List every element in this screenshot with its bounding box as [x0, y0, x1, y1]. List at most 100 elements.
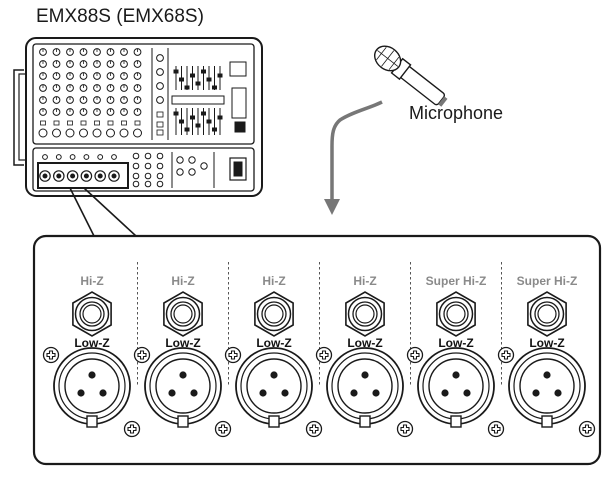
hi-z-label: Hi-Z: [80, 274, 103, 288]
rear-xlr-core: [83, 173, 89, 179]
rear-jack: [132, 172, 140, 180]
rear-xlr-core: [42, 173, 48, 179]
rear-speaker-jack: [176, 168, 184, 176]
rear-phone-jack: [69, 154, 76, 160]
phone-jack-hole: [446, 304, 466, 324]
rear-phone-jack: [42, 154, 48, 160]
microphone-tail: [438, 96, 448, 107]
xlr-pin: [190, 389, 198, 397]
rear-jack: [132, 162, 140, 170]
low-z-label: Low-Z: [347, 336, 382, 350]
rear-xlr-core: [97, 173, 103, 179]
xlr-pin: [372, 389, 380, 397]
xlr-pin: [532, 389, 540, 397]
rear-phone-jack: [97, 154, 104, 160]
eq-slider-cap: [190, 115, 195, 120]
eq-slider-cap: [201, 111, 206, 116]
eq-slider-cap: [206, 119, 212, 124]
rear-jack: [144, 162, 152, 170]
xlr-pin: [441, 389, 449, 397]
rear-jack: [144, 172, 152, 180]
rear-phone-jack: [55, 154, 62, 160]
xlr-pin: [543, 371, 551, 379]
connection-arrow: [324, 199, 340, 215]
xlr-latch: [359, 415, 371, 428]
rear-speaker-jack: [188, 156, 196, 164]
mixer-rear-connectors: [39, 152, 215, 188]
input-channel-6: Super Hi-Z Low-Z: [497, 262, 596, 438]
mixer-knob: [156, 54, 164, 62]
hi-z-label: Hi-Z: [262, 274, 285, 288]
eq-slider-cap: [195, 123, 201, 128]
xlr-pin: [77, 389, 85, 397]
screw-cross-icon: [127, 424, 137, 434]
mixer-button: [94, 120, 100, 126]
xlr-pin: [361, 371, 369, 379]
xlr-pin: [463, 389, 471, 397]
mixer-level-knob: [52, 128, 61, 138]
mixer-knobs: [38, 48, 164, 138]
xlr-pin: [99, 389, 107, 397]
xlr-inner-ring: [337, 358, 393, 414]
xlr-pin: [281, 389, 289, 397]
mixer-illustration: [13, 37, 263, 197]
screw-cross-icon: [218, 424, 228, 434]
xlr-pin: [270, 371, 278, 379]
mixer-button: [156, 129, 164, 136]
mixer-knob: [156, 96, 164, 104]
mixer-handle: [13, 69, 24, 166]
xlr-inner-ring: [519, 358, 575, 414]
xlr-pin: [350, 389, 358, 397]
rear-speaker-jack: [176, 156, 184, 164]
eq-slider-cap: [173, 111, 179, 116]
xlr-latch: [450, 415, 462, 428]
rear-jack: [144, 152, 152, 160]
mixer-fader-block: [231, 87, 247, 119]
device-title: EMX88S (EMX68S): [36, 6, 204, 27]
grille-line: [377, 50, 399, 67]
xlr-latch: [86, 415, 98, 428]
mixer-switch: [234, 121, 246, 133]
rear-jack: [156, 180, 164, 188]
screw-cross-icon: [46, 350, 56, 360]
eq-slider-cap: [206, 77, 212, 82]
rear-jack: [156, 162, 164, 170]
phone-jack-hole: [264, 304, 284, 324]
callout-line-right: [83, 187, 137, 237]
low-z-label: Low-Z: [256, 336, 291, 350]
hi-z-label: Hi-Z: [171, 274, 194, 288]
eq-slider-cap: [190, 73, 195, 78]
hi-z-label: Super Hi-Z: [517, 274, 578, 288]
low-z-label: Low-Z: [529, 336, 564, 350]
xlr-pin: [452, 371, 460, 379]
mixer-level-knob: [79, 128, 88, 138]
callout-line-left: [69, 187, 95, 237]
input-channel-2: Hi-Z Low-Z: [133, 262, 232, 438]
microphone-label: Microphone: [409, 103, 504, 123]
mixer-sliders: [171, 66, 225, 135]
rear-jack: [156, 152, 164, 160]
mixer-level-knob: [133, 128, 142, 138]
mixer-knob: [156, 68, 164, 76]
xlr-latch: [177, 415, 189, 428]
screw-cross-icon: [319, 350, 329, 360]
eq-label-strip: [171, 95, 225, 105]
xlr-pin: [179, 371, 187, 379]
hi-z-label: Hi-Z: [353, 274, 376, 288]
eq-slider-cap: [217, 115, 223, 120]
mixer-button: [80, 120, 87, 126]
xlr-inner-ring: [428, 358, 484, 414]
rear-phone-jack: [83, 154, 90, 160]
screw-cross-icon: [582, 424, 592, 434]
eq-slider-cap: [184, 127, 190, 132]
screw-cross-icon: [491, 424, 501, 434]
mixer-button: [134, 120, 141, 126]
low-z-label: Low-Z: [165, 336, 200, 350]
mixer-button: [156, 111, 164, 118]
eq-slider-cap: [212, 85, 217, 90]
microphone: [324, 45, 448, 215]
mixer-button: [156, 121, 164, 128]
input-channel-3: Hi-Z Low-Z: [224, 262, 323, 438]
